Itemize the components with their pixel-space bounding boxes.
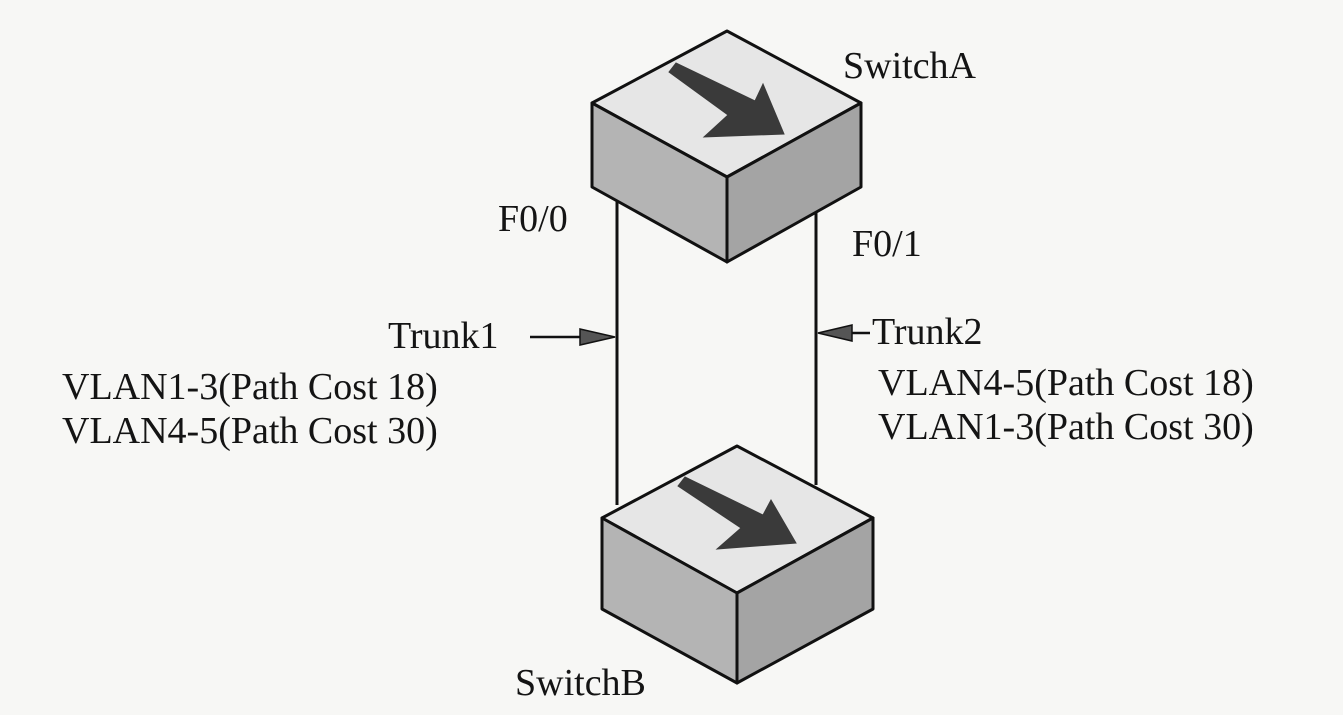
trunk2-vlan-costs: VLAN4-5(Path Cost 18) VLAN1-3(Path Cost … [878, 361, 1254, 449]
trunk2-vlan-cost-line: VLAN1-3(Path Cost 30) [878, 406, 1254, 448]
switch-b-label: SwitchB [515, 662, 646, 704]
trunk2-label: Trunk2 [872, 311, 983, 353]
trunk1-pointer-arrow-icon [530, 328, 616, 346]
switch-a-icon[interactable] [590, 29, 863, 264]
trunk1-vlan-cost-line: VLAN4-5(Path Cost 30) [62, 410, 438, 452]
switch-b-arrow-icon [677, 476, 797, 550]
switch-a-arrow-icon [668, 62, 785, 138]
port-f0-0-label: F0/0 [498, 198, 568, 240]
trunk2-pointer-arrow-icon [817, 324, 870, 342]
trunk1-vlan-costs: VLAN1-3(Path Cost 18) VLAN4-5(Path Cost … [62, 365, 438, 453]
switch-b-right-face [735, 516, 875, 685]
switch-b-icon[interactable] [600, 444, 875, 685]
switch-a-right-face [725, 101, 863, 264]
trunk2-vlan-cost-line: VLAN4-5(Path Cost 18) [878, 362, 1254, 404]
switch-a-label: SwitchA [843, 45, 976, 87]
trunk1-label: Trunk1 [388, 315, 499, 357]
port-f0-1-label: F0/1 [852, 223, 922, 265]
trunk1-vlan-cost-line: VLAN1-3(Path Cost 18) [62, 366, 438, 408]
